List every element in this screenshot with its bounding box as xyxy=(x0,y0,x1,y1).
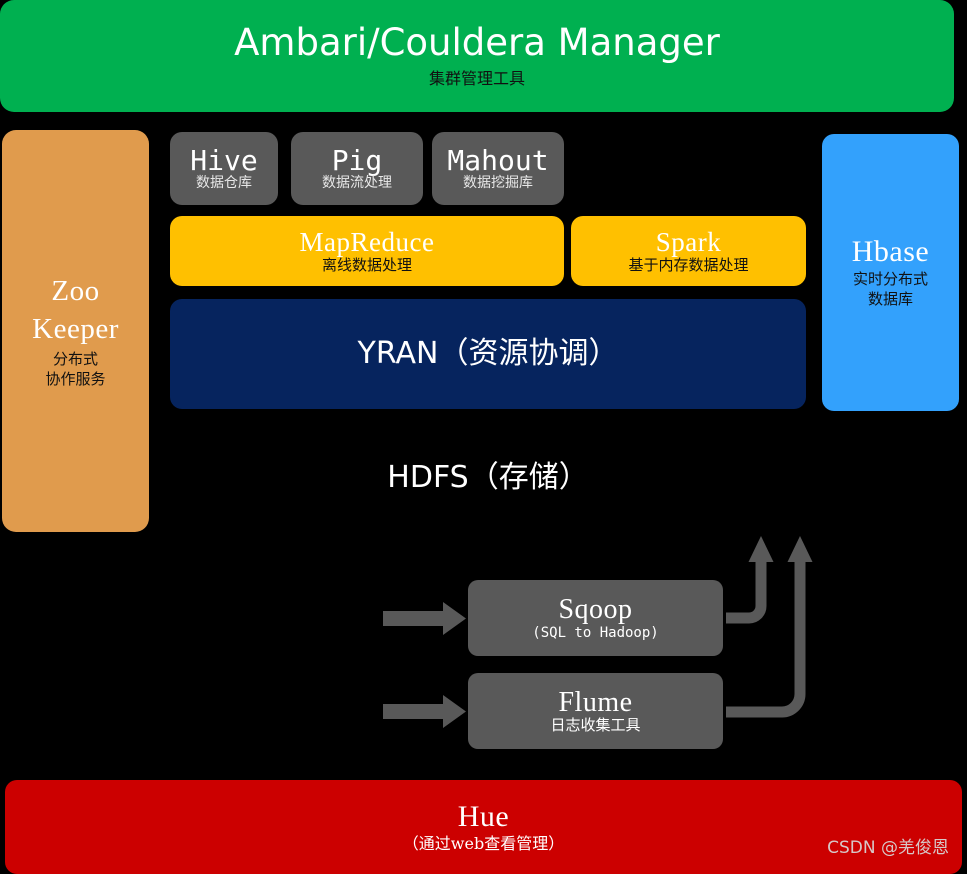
output-arrow-from-flume-up-icon xyxy=(726,536,813,718)
zookeeper-box: Zoo Keeper 分布式 协作服务 xyxy=(2,130,149,532)
pig-box: Pig 数据流处理 xyxy=(291,132,423,205)
flume-title: Flume xyxy=(558,686,633,718)
hive-title: Hive xyxy=(190,143,258,177)
hue-box: Hue （通过web查看管理） xyxy=(5,780,962,874)
hbase-subtitle-line2: 数据库 xyxy=(867,290,913,309)
hive-subtitle: 数据仓库 xyxy=(196,175,252,192)
banner-subtitle: 集群管理工具 xyxy=(428,69,525,89)
input-arrow-to-flume-icon xyxy=(383,695,466,728)
ambari-cloudera-manager-banner: Ambari/Couldera Manager 集群管理工具 xyxy=(0,0,954,112)
sqoop-subtitle: (SQL to Hadoop) xyxy=(532,624,659,641)
mapreduce-title: MapReduce xyxy=(299,227,435,258)
spark-title: Spark xyxy=(655,227,722,258)
flume-box: Flume 日志收集工具 xyxy=(468,673,723,749)
input-arrow-to-sqoop-icon xyxy=(383,602,466,635)
zookeeper-subtitle-line1: 分布式 xyxy=(52,350,98,368)
hbase-subtitle-line1: 实时分布式 xyxy=(852,270,928,288)
hue-subtitle: （通过web查看管理） xyxy=(402,834,565,854)
mahout-title: Mahout xyxy=(447,143,549,177)
hue-title: Hue xyxy=(457,799,510,833)
mahout-box: Mahout 数据挖掘库 xyxy=(432,132,564,205)
hbase-box: Hbase 实时分布式 数据库 xyxy=(822,134,959,411)
flume-subtitle: 日志收集工具 xyxy=(550,716,641,735)
zookeeper-subtitle-line2: 协作服务 xyxy=(45,370,106,389)
mapreduce-box: MapReduce 离线数据处理 xyxy=(170,216,564,286)
banner-title: Ambari/Couldera Manager xyxy=(234,21,720,65)
hive-box: Hive 数据仓库 xyxy=(170,132,278,205)
pig-title: Pig xyxy=(331,143,383,177)
pig-subtitle: 数据流处理 xyxy=(322,175,392,192)
zookeeper-title-line1: Zoo xyxy=(51,274,100,307)
csdn-watermark: CSDN @羌俊恩 xyxy=(827,838,949,858)
output-arrow-from-sqoop-up-icon xyxy=(726,536,774,624)
sqoop-box: Sqoop (SQL to Hadoop) xyxy=(468,580,723,656)
hdfs-label: HDFS（存储） xyxy=(387,460,589,495)
zookeeper-title-line2: Keeper xyxy=(32,312,119,345)
mahout-subtitle: 数据挖掘库 xyxy=(463,175,533,192)
hbase-title: Hbase xyxy=(851,234,930,268)
spark-subtitle: 基于内存数据处理 xyxy=(628,255,749,274)
yarn-label: YRAN（资源协调） xyxy=(357,336,619,372)
mapreduce-subtitle: 离线数据处理 xyxy=(321,255,412,274)
spark-box: Spark 基于内存数据处理 xyxy=(571,216,806,286)
sqoop-title: Sqoop xyxy=(558,594,633,626)
yarn-box: YRAN（资源协调） xyxy=(170,299,806,409)
